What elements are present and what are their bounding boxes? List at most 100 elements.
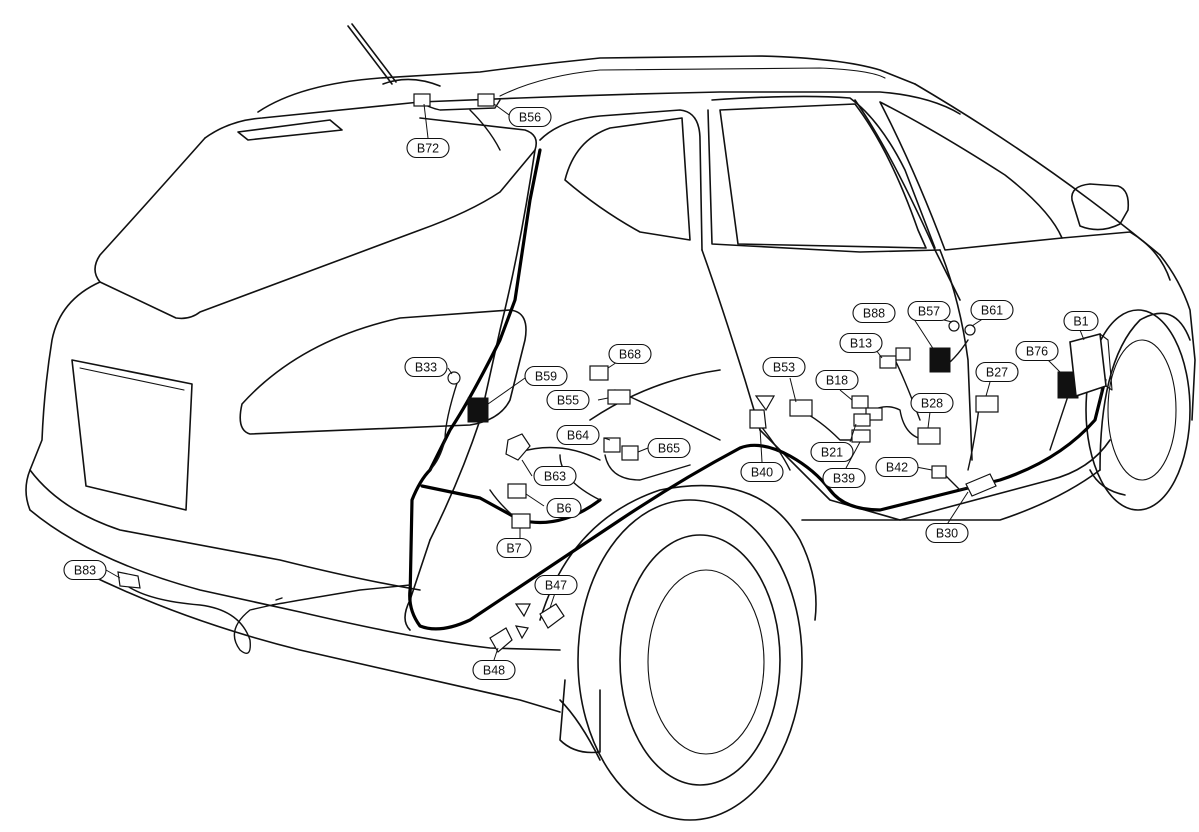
connector-shapes <box>117 93 1113 653</box>
callout-label: B42 <box>886 461 908 475</box>
callout-b63: B63 <box>533 465 577 487</box>
callout-box <box>1015 340 1059 362</box>
callout-b68: B68 <box>608 343 652 365</box>
callout-b61: B61 <box>970 299 1014 321</box>
connector-b7 <box>511 513 531 529</box>
callout-b55: B55 <box>546 389 590 411</box>
callout-box <box>404 356 448 378</box>
callout-box <box>556 424 600 446</box>
callout-box <box>839 332 883 354</box>
connector-b40 <box>749 409 767 429</box>
callout-b7: B7 <box>496 537 532 559</box>
callout-label: B59 <box>535 370 557 384</box>
callout-b53: B53 <box>762 356 806 378</box>
connector-b53 <box>789 399 813 417</box>
callout-label: B27 <box>986 366 1008 380</box>
connector-b13 <box>879 355 897 369</box>
callout-box <box>740 461 784 483</box>
connector-b64 <box>603 437 621 453</box>
callout-label: B64 <box>567 429 589 443</box>
connector-b48 <box>489 627 513 653</box>
callout-b42: B42 <box>875 456 919 478</box>
car-body-outline <box>25 23 1196 821</box>
connector-b55 <box>607 389 631 405</box>
callout-label: B48 <box>483 664 505 678</box>
callout-box <box>910 392 954 414</box>
callout-label: B28 <box>921 397 943 411</box>
callout-b21: B21 <box>810 441 854 463</box>
callout-b83: B83 <box>63 559 107 581</box>
callout-box <box>63 559 107 581</box>
callout-box <box>406 137 450 159</box>
callout-label: B55 <box>557 394 579 408</box>
callout-label: B47 <box>545 579 567 593</box>
connector-b59 <box>467 397 489 423</box>
connector-b88 <box>929 347 951 373</box>
callout-box <box>608 343 652 365</box>
callout-box <box>508 106 552 128</box>
connector-b42 <box>931 465 947 479</box>
callout-b40: B40 <box>740 461 784 483</box>
callout-box <box>852 302 896 324</box>
callout-b64: B64 <box>556 424 600 446</box>
callout-box <box>1063 310 1099 332</box>
callout-box <box>546 497 582 519</box>
callout-b39: B39 <box>822 467 866 489</box>
callout-b27: B27 <box>975 361 1019 383</box>
callout-label: B18 <box>826 374 848 388</box>
callout-box <box>762 356 806 378</box>
callout-b48: B48 <box>472 659 516 681</box>
callout-b57: B57 <box>907 300 951 322</box>
callout-box <box>907 300 951 322</box>
callout-label: B53 <box>773 361 795 375</box>
callout-box <box>925 522 969 544</box>
connector-b72 <box>413 93 431 107</box>
callout-label: B61 <box>981 304 1003 318</box>
connector-b63 <box>505 433 531 461</box>
callout-b88: B88 <box>852 302 896 324</box>
connector-b18 <box>851 395 869 409</box>
body-harness <box>119 99 1107 654</box>
callout-box <box>810 441 854 463</box>
callout-box <box>815 369 859 391</box>
callout-label: B76 <box>1026 345 1048 359</box>
callout-b65: B65 <box>647 437 691 459</box>
connector-b30 <box>965 473 997 497</box>
callout-label: B65 <box>658 442 680 456</box>
callout-box <box>524 365 568 387</box>
callout-label: B63 <box>544 470 566 484</box>
callout-box <box>546 389 590 411</box>
callout-label: B68 <box>619 348 641 362</box>
control-unit-b1 <box>1069 332 1107 398</box>
callout-box <box>875 456 919 478</box>
callout-box <box>534 574 578 596</box>
callout-box <box>822 467 866 489</box>
callout-label: B30 <box>936 527 958 541</box>
callout-label: B1 <box>1073 315 1088 329</box>
callout-b18: B18 <box>815 369 859 391</box>
callout-box <box>496 537 532 559</box>
connector-b56 <box>477 93 495 107</box>
callout-b72: B72 <box>406 137 450 159</box>
callout-label: B21 <box>821 446 843 460</box>
callout-b30: B30 <box>925 522 969 544</box>
connector-b65 <box>621 445 639 461</box>
callout-b76: B76 <box>1015 340 1059 362</box>
callout-label: B40 <box>751 466 773 480</box>
callout-b33: B33 <box>404 356 448 378</box>
callout-label: B56 <box>519 111 541 125</box>
callout-box <box>975 361 1019 383</box>
ground-ring-b61 <box>964 324 976 336</box>
connector-b83 <box>117 571 141 589</box>
callout-b59: B59 <box>524 365 568 387</box>
callout-box <box>472 659 516 681</box>
callout-label: B13 <box>850 337 872 351</box>
callout-b56: B56 <box>508 106 552 128</box>
connector-b39 <box>851 429 871 443</box>
callout-box <box>533 465 577 487</box>
callout-b1: B1 <box>1063 310 1099 332</box>
callout-box <box>647 437 691 459</box>
callout-label: B39 <box>833 472 855 486</box>
